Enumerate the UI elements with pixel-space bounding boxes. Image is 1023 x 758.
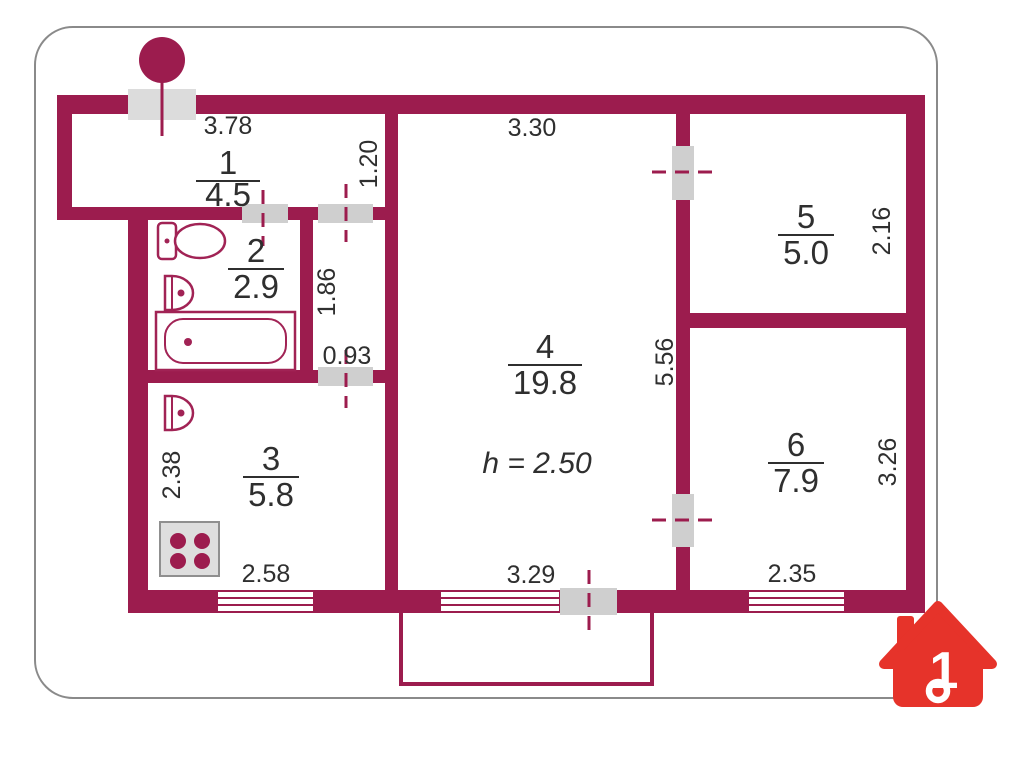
ceiling-height-label: h = 2.50 <box>482 447 592 480</box>
walls <box>57 95 925 613</box>
key-ring-icon <box>925 678 951 704</box>
entrance-circle-icon <box>139 37 185 83</box>
balcony-outline <box>399 613 654 686</box>
dim-room4-depth: 5.56 <box>651 338 679 387</box>
house-icon: 1 <box>879 601 997 707</box>
dim-hall-width: 3.78 <box>204 112 253 140</box>
wall-segment <box>128 207 148 602</box>
room-2-number: 2 <box>247 232 265 269</box>
wall-segment <box>676 113 690 590</box>
room-6-area: 7.9 <box>773 462 819 499</box>
dim-hall-opening: 1.20 <box>355 140 383 189</box>
wall-segment <box>57 95 72 220</box>
toilet-icon <box>156 221 227 261</box>
room-1-number: 1 <box>219 144 237 181</box>
wall-segment <box>906 95 925 613</box>
room-3-label: 3 5.8 <box>243 440 299 513</box>
room-6-number: 6 <box>787 426 805 463</box>
dim-room5-depth: 2.16 <box>868 207 896 256</box>
window <box>747 590 846 613</box>
wall-segment <box>385 113 398 590</box>
dim-room4-window: 3.29 <box>507 561 556 589</box>
room-3-number: 3 <box>262 440 280 477</box>
room-1-label: 1 4.5 <box>196 144 260 213</box>
room-2-label: 2 2.9 <box>228 232 284 305</box>
plan-frame <box>34 26 938 699</box>
wall-segment <box>57 95 925 114</box>
kitchen-sink-icon <box>163 394 195 432</box>
bathtub-icon <box>154 310 297 372</box>
room-5-number: 5 <box>797 198 815 235</box>
room-4-number: 4 <box>536 328 554 365</box>
wall-segment <box>300 220 313 373</box>
room-1-area: 4.5 <box>205 176 251 213</box>
dim-kitchen-depth: 2.38 <box>158 451 186 500</box>
window <box>439 590 561 613</box>
windows <box>216 590 846 613</box>
dimension-labels: 3.78 3.30 1.20 1.86 0.93 2.38 2.58 5.56 … <box>158 112 902 589</box>
dim-room6-depth: 3.26 <box>874 438 902 487</box>
wall-segment <box>690 313 907 328</box>
room-2-area: 2.9 <box>233 268 279 305</box>
sink-icon <box>163 274 195 312</box>
door-axes <box>261 170 714 632</box>
door-opening <box>242 204 288 223</box>
dim-corridor-length: 1.86 <box>313 268 341 317</box>
dim-kitchen-width: 2.58 <box>242 560 291 588</box>
realtor-logo: 1 <box>879 601 997 707</box>
dim-room6-width: 2.35 <box>768 560 817 588</box>
room-5-area: 5.0 <box>783 234 829 271</box>
window <box>216 590 315 613</box>
dim-corridor-door: 0.93 <box>323 342 372 370</box>
room-3-area: 5.8 <box>248 476 294 513</box>
room-4-area: 19.8 <box>513 364 577 401</box>
room-4-label: 4 19.8 <box>508 328 582 401</box>
room-labels: 1 4.5 2 2.9 3 5.8 4 19.8 5 5.0 6 7.9 <box>196 144 834 513</box>
fixtures <box>154 221 297 577</box>
entrance-marker <box>139 37 185 136</box>
room-5-label: 5 5.0 <box>778 198 834 271</box>
dim-room4-width: 3.30 <box>508 114 557 142</box>
stove-icon <box>159 521 220 577</box>
room-6-label: 6 7.9 <box>768 426 824 499</box>
wall-segment <box>128 370 318 383</box>
